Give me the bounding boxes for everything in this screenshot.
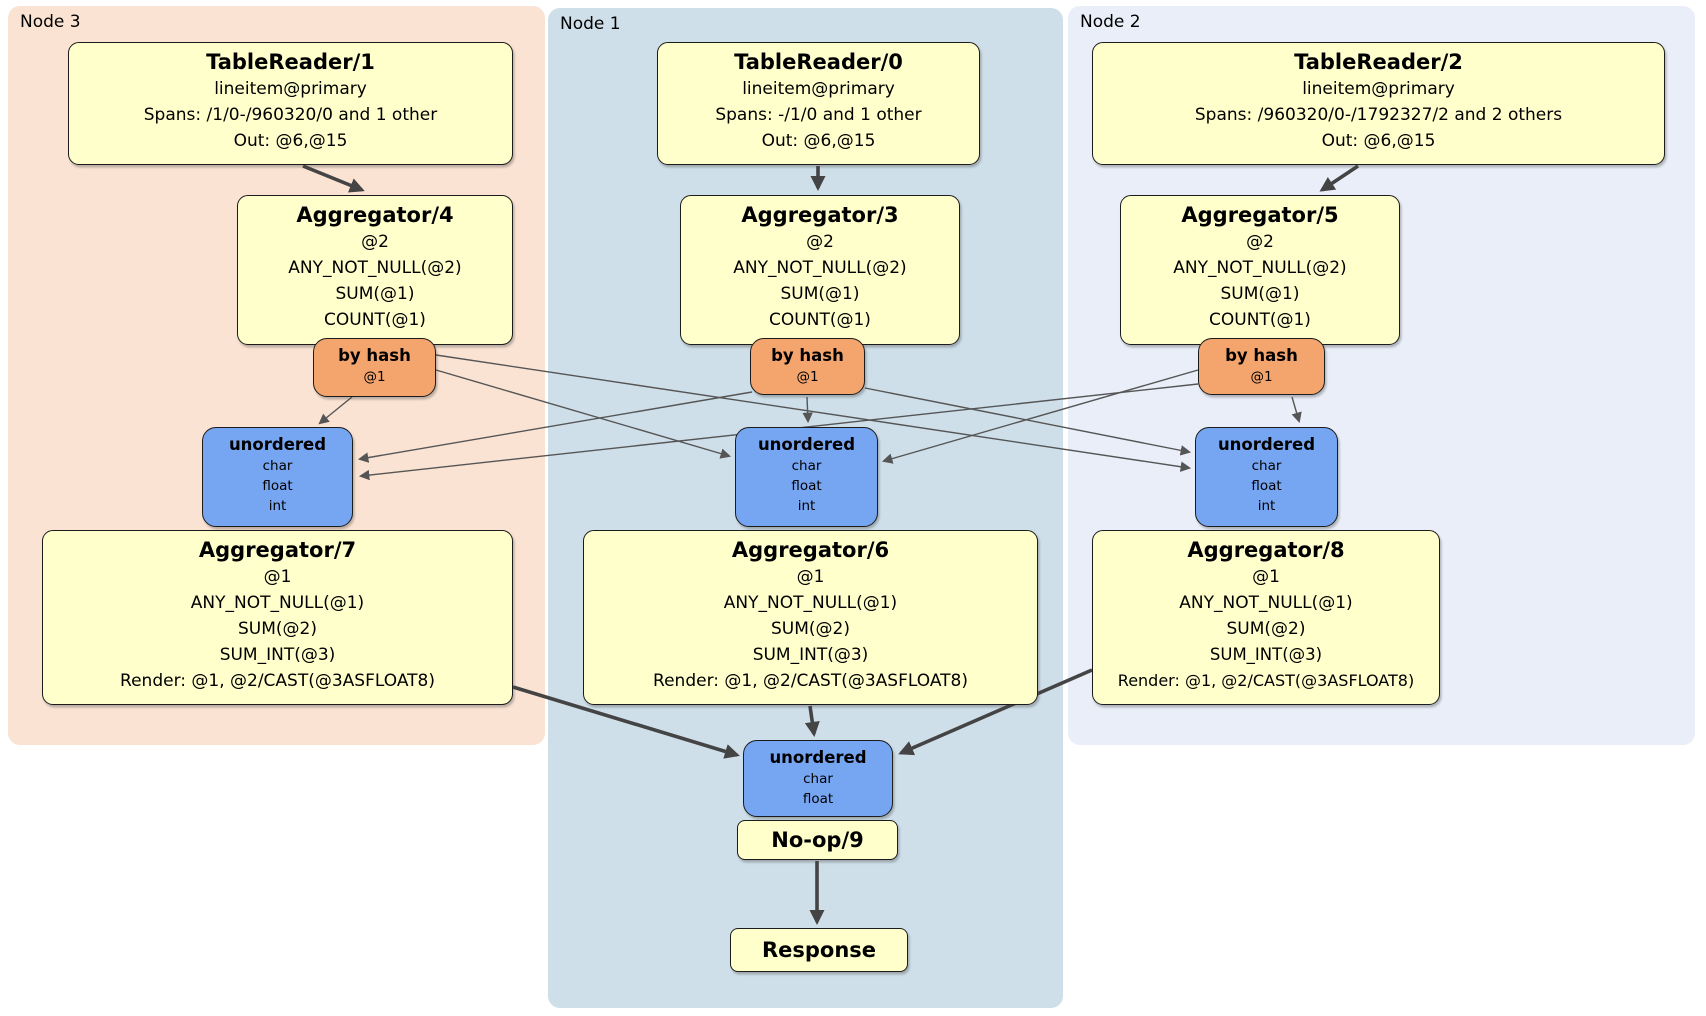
box-aggregator-6: Aggregator/6 @1 ANY_NOT_NULL(@1) SUM(@2)… bbox=[583, 530, 1038, 705]
box-title: TableReader/0 bbox=[734, 50, 903, 74]
sync-unordered-node2: unordered char float int bbox=[1195, 427, 1338, 527]
box-aggregator-4: Aggregator/4 @2 ANY_NOT_NULL(@2) SUM(@1)… bbox=[237, 195, 513, 345]
box-title: Aggregator/6 bbox=[731, 538, 890, 562]
box-aggregator-5: Aggregator/5 @2 ANY_NOT_NULL(@2) SUM(@1)… bbox=[1120, 195, 1400, 345]
panel-label-node-3: Node 3 bbox=[20, 12, 81, 32]
sync-unordered-node1: unordered char float int bbox=[735, 427, 878, 527]
box-response: Response bbox=[730, 928, 908, 972]
panel-label-node-2: Node 2 bbox=[1080, 12, 1141, 32]
router-by-hash-node1: by hash @1 bbox=[750, 338, 865, 395]
box-title: Aggregator/5 bbox=[1181, 203, 1339, 227]
sync-unordered-final: unordered char float bbox=[743, 740, 893, 817]
router-by-hash-node3: by hash @1 bbox=[313, 338, 436, 397]
box-title: No-op/9 bbox=[771, 827, 864, 852]
box-title: TableReader/1 bbox=[206, 50, 375, 74]
box-title: Response bbox=[761, 937, 877, 962]
box-title: Aggregator/4 bbox=[296, 203, 454, 227]
box-title: Aggregator/7 bbox=[198, 538, 357, 562]
panel-label-node-1: Node 1 bbox=[560, 14, 621, 34]
sync-unordered-node3: unordered char float int bbox=[202, 427, 353, 527]
box-tablereader-2: TableReader/2 lineitem@primary Spans: /9… bbox=[1092, 42, 1665, 165]
box-noop-9: No-op/9 bbox=[737, 820, 898, 860]
box-aggregator-3: Aggregator/3 @2 ANY_NOT_NULL(@2) SUM(@1)… bbox=[680, 195, 960, 345]
router-by-hash-node2: by hash @1 bbox=[1198, 338, 1325, 395]
box-title: TableReader/2 bbox=[1294, 50, 1463, 74]
box-title: Aggregator/8 bbox=[1187, 538, 1345, 562]
box-tablereader-0: TableReader/0 lineitem@primary Spans: -/… bbox=[657, 42, 980, 165]
box-aggregator-8: Aggregator/8 @1 ANY_NOT_NULL(@1) SUM(@2)… bbox=[1092, 530, 1440, 705]
box-title: Aggregator/3 bbox=[741, 203, 899, 227]
box-aggregator-7: Aggregator/7 @1 ANY_NOT_NULL(@1) SUM(@2)… bbox=[42, 530, 513, 705]
box-tablereader-1: TableReader/1 lineitem@primary Spans: /1… bbox=[68, 42, 513, 165]
